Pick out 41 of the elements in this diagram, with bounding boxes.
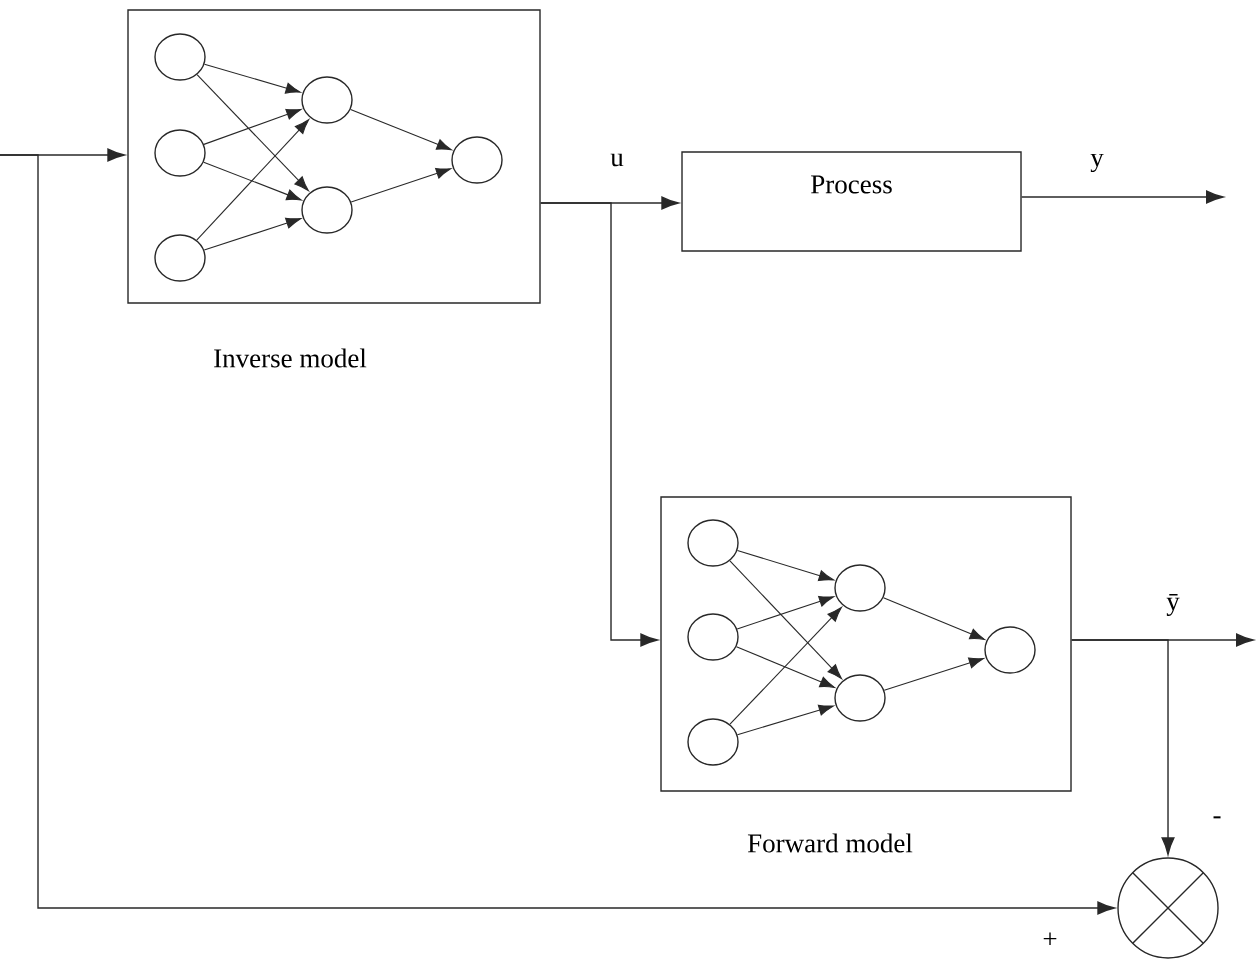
- signal-label: +: [1043, 932, 1057, 945]
- neuron: [834, 564, 886, 612]
- neuron: [301, 186, 353, 234]
- arrow: [729, 607, 842, 725]
- arrow: [736, 704, 834, 736]
- arrow: [1071, 639, 1175, 855]
- arrow: [883, 657, 984, 691]
- box-label: Process: [811, 175, 892, 194]
- signal-label: u: [610, 153, 624, 167]
- arrow: [350, 108, 452, 151]
- arrow: [735, 646, 835, 688]
- neuron: [687, 519, 739, 567]
- neuron: [154, 234, 206, 282]
- neuron: [687, 613, 739, 661]
- neuron: [154, 129, 206, 177]
- arrow: [196, 119, 310, 241]
- neuron: [984, 626, 1036, 674]
- arrow: [736, 549, 834, 582]
- arrow: [729, 560, 842, 679]
- arrow: [203, 161, 302, 201]
- arrow: [350, 167, 452, 203]
- neuron: [834, 674, 886, 722]
- summing-junction: [1117, 857, 1219, 959]
- arrow: [540, 202, 658, 647]
- neuron: [154, 33, 206, 81]
- arrow: [736, 595, 835, 630]
- arrow: [196, 74, 309, 192]
- arrow: [203, 217, 302, 251]
- signal-label: y: [1090, 153, 1104, 173]
- arrow: [0, 154, 1115, 915]
- arrow: [882, 597, 985, 640]
- signal-label: ȳ: [1166, 594, 1180, 616]
- box-label: Inverse model: [214, 348, 367, 368]
- arrow: [203, 108, 302, 145]
- arrow: [1021, 190, 1224, 204]
- signal-label: -: [1213, 816, 1221, 819]
- box-label: Forward model: [747, 833, 913, 853]
- neuron: [687, 718, 739, 766]
- neuron: [451, 136, 503, 184]
- arrow: [203, 63, 301, 94]
- neuron: [301, 76, 353, 124]
